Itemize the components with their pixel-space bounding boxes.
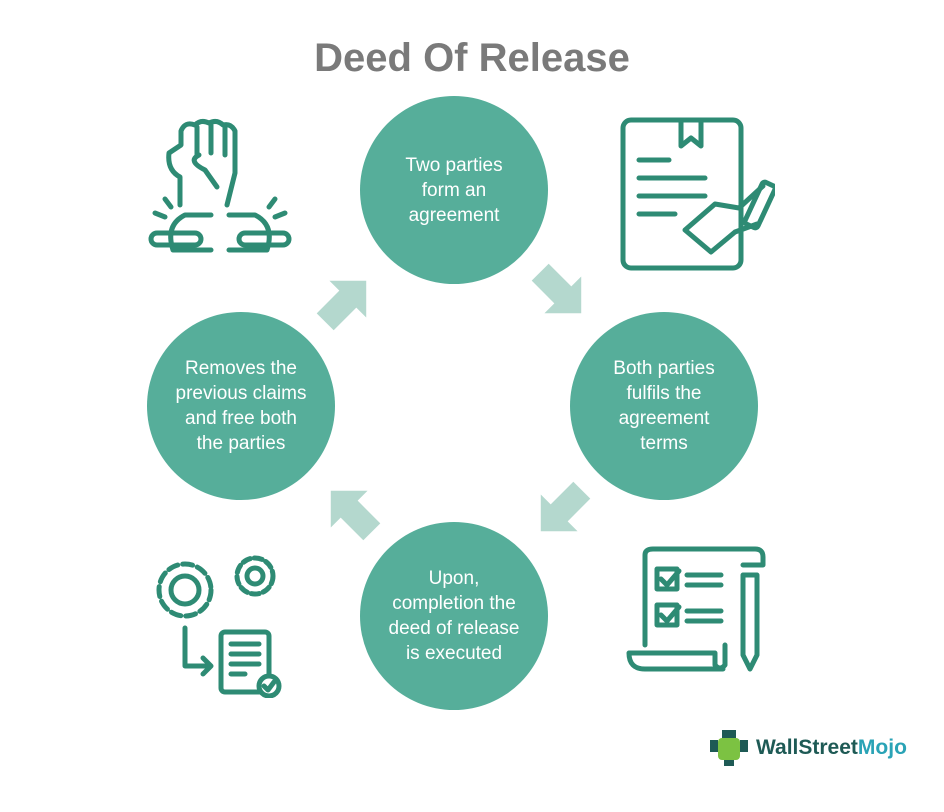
step-circle-3: Upon, completion the deed of release is … [360,522,548,710]
logo-text-part1: WallStreet [756,736,858,759]
gears-document-icon [156,555,282,698]
logo-text-part2: Mojo [857,736,907,759]
step-circle-1: Two parties form an agreement [360,96,548,284]
checklist-scroll-icon [626,546,766,672]
broken-chain-fist-icon [148,118,292,253]
step-circle-2: Both parties fulfils the agreement terms [570,312,758,500]
page-title: Deed Of Release [314,36,630,80]
arrow-icon [330,490,381,541]
wallstreetmojo-logo: WallStreetMojo [708,728,907,768]
arrow-icon [540,481,591,532]
arrow-icon [531,263,582,314]
mojo-mascot-icon [710,730,748,766]
step-circle-4: Removes the previous claims and free bot… [147,312,335,500]
contract-handshake-icon [620,117,775,271]
arrow-icon [316,280,367,331]
